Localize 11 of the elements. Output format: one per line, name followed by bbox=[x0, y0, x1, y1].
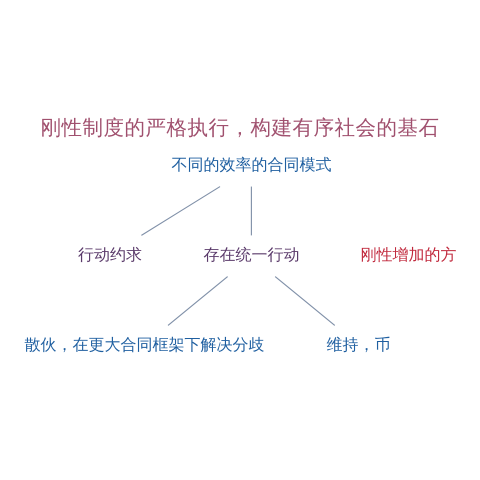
node-text: 存在统一行动 bbox=[203, 245, 300, 264]
label: 刚性增加的方 bbox=[360, 245, 457, 264]
node-text: 不同的效率的合同模式 bbox=[171, 155, 332, 174]
connector bbox=[168, 276, 228, 326]
node-text: 行动约求 bbox=[78, 245, 142, 264]
connector bbox=[250, 186, 252, 236]
connector bbox=[141, 186, 220, 236]
connector bbox=[274, 276, 336, 326]
diagram-title: 刚性制度的严格执行，构建有序社会的基石 bbox=[40, 116, 440, 140]
node-text: 维持，币 bbox=[326, 335, 390, 354]
node-text: 散伙，在更大合同框架下解决分歧 bbox=[24, 335, 264, 354]
